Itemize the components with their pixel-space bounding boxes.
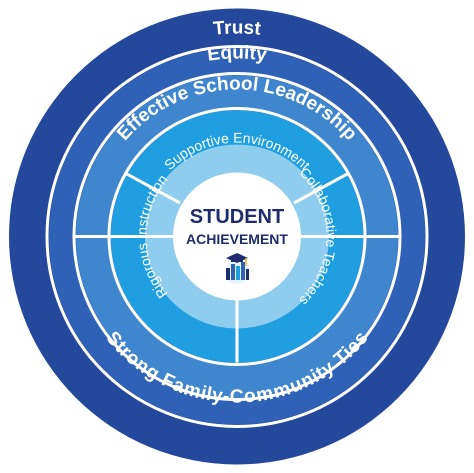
upper-left-divider bbox=[124, 171, 181, 205]
equity-ring-divider bbox=[72, 72, 402, 401]
center-title-line2: ACHIEVEMENT bbox=[186, 231, 288, 247]
graduation-cap-city-icon bbox=[225, 253, 249, 284]
upper-right-divider bbox=[293, 171, 350, 205]
center-disc bbox=[173, 172, 301, 301]
equity-label: Equity bbox=[206, 42, 268, 65]
trust-ring-divider bbox=[45, 45, 429, 428]
trust-label: Trust bbox=[212, 17, 262, 39]
section-dividers bbox=[75, 171, 399, 363]
center-title-line1: STUDENT bbox=[190, 206, 284, 228]
